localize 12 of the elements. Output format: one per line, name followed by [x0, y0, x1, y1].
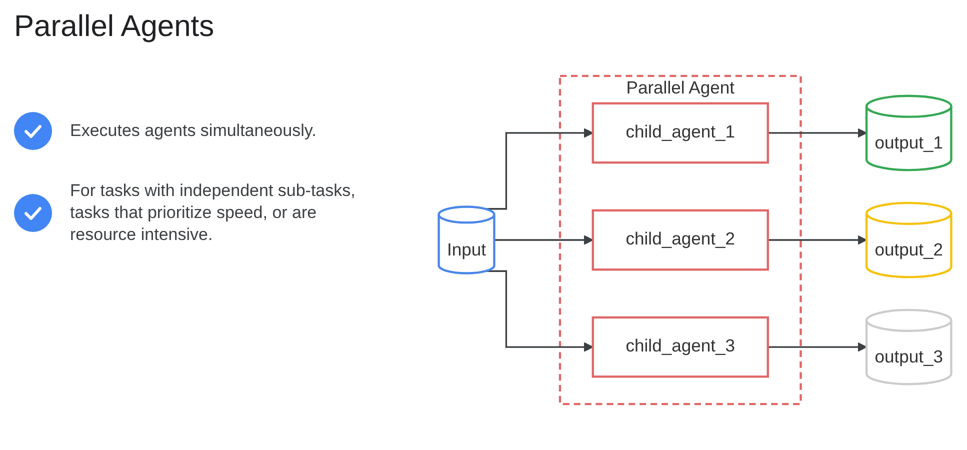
arrow	[768, 342, 867, 352]
slide-title: Parallel Agents	[14, 10, 214, 44]
arrow	[768, 235, 867, 245]
node-box: child_agent_1	[592, 102, 769, 164]
arrow	[494, 235, 594, 245]
arrow	[485, 128, 594, 210]
bullet-text: Executes agents simultaneously.	[70, 120, 316, 142]
arrow	[485, 270, 594, 352]
arrow	[768, 128, 867, 138]
node-box: child_agent_2	[592, 209, 769, 271]
bullet-text: For tasks with independent sub-tasks, tasks that prioritize speed, or are resource intensive.	[70, 180, 356, 246]
node-box: child_agent_3	[592, 316, 769, 378]
